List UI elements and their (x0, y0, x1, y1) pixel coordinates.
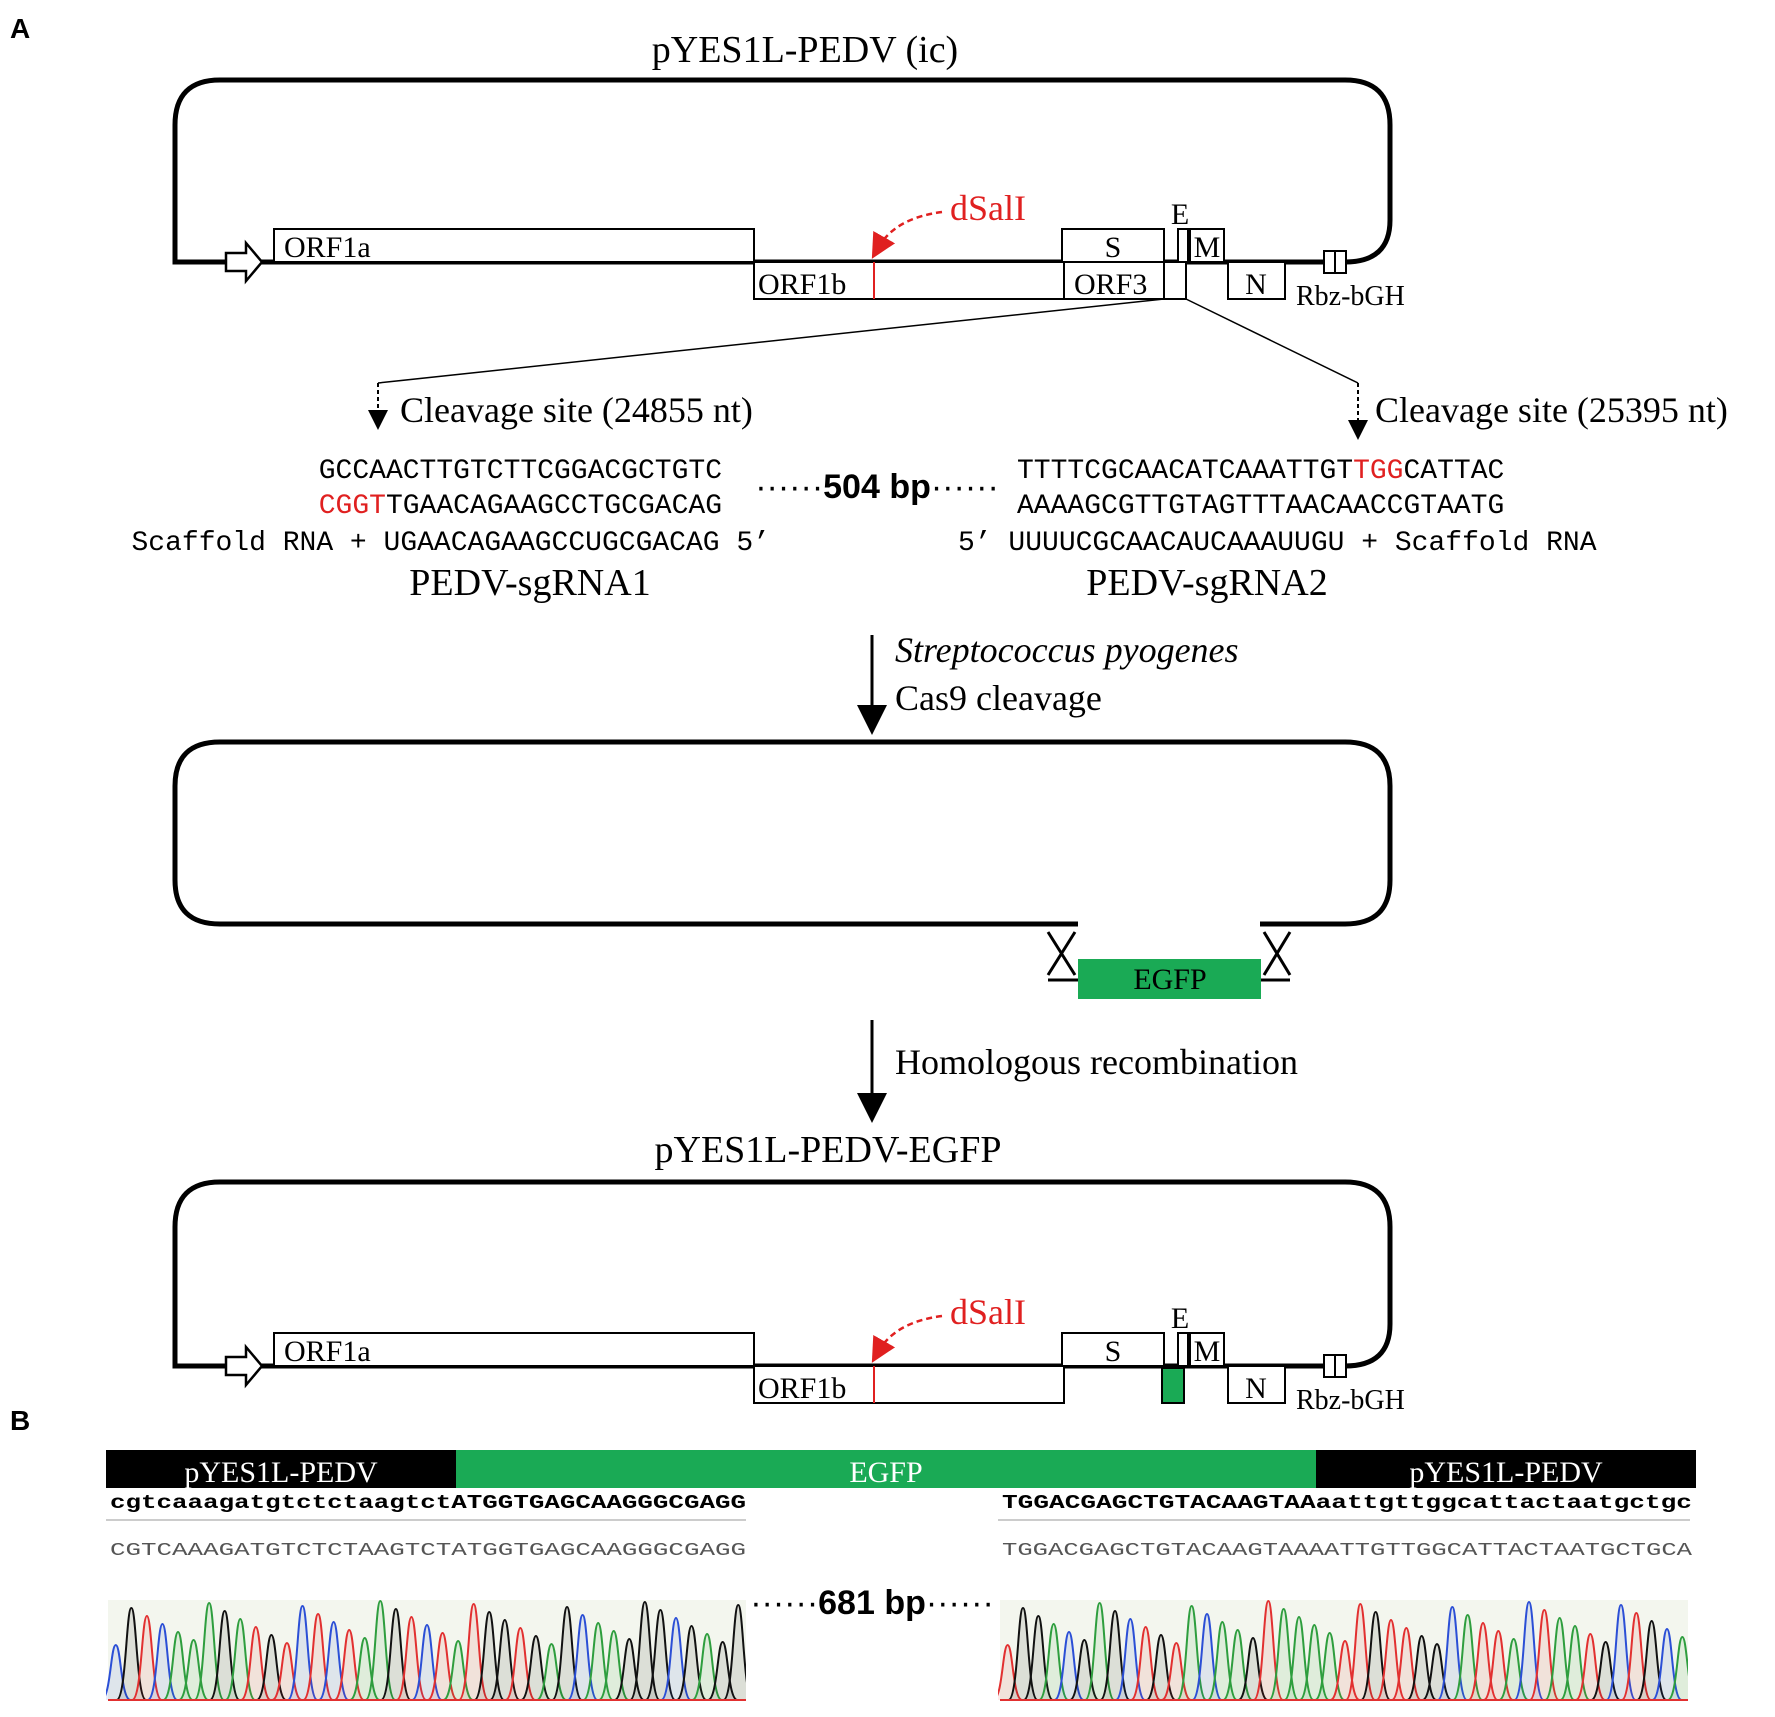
m-box-2 (1189, 1332, 1225, 1367)
gap-length: ······681 bp······ (750, 1584, 994, 1622)
s-box (1061, 228, 1165, 263)
orf3-box (1063, 261, 1165, 300)
bar-left-label: pYES1L-PEDV (184, 1456, 378, 1489)
orf1a-box (273, 228, 755, 263)
n-box (1227, 261, 1286, 300)
rbz-label-2: Rbz-bGH (1296, 1385, 1405, 1416)
plasmid-1-title: pYES1L-PEDV (ic) (652, 29, 958, 71)
m-label: M (1194, 231, 1221, 264)
s-box-2 (1061, 1332, 1165, 1367)
trace-background (1000, 1600, 1688, 1700)
trace-peak (1421, 1642, 1453, 1701)
s-label: S (1105, 231, 1122, 264)
plasmid-1-backbone (172, 77, 1393, 265)
trace-peak (536, 1642, 567, 1701)
bar-mid-label: EGFP (849, 1456, 922, 1489)
n-box-2 (1227, 1365, 1286, 1404)
trace-peak (1329, 1639, 1361, 1701)
dsali-arrow-icon (871, 210, 943, 259)
zoom-line-left (377, 298, 1165, 384)
step-1-label: Cas9 cleavage (895, 678, 1102, 718)
sgrna1-name: PEDV-sgRNA1 (409, 562, 650, 604)
step-2-label: Homologous recombination (895, 1042, 1298, 1082)
orf1b-label: ORF1b (758, 268, 846, 301)
sgrna1-bottom-strand: CGGTTGAACAGAAGCCTGCGACAG (319, 491, 722, 522)
rbz-label: Rbz-bGH (1296, 281, 1405, 312)
trace-peak (1161, 1641, 1192, 1701)
plasmid-1: pYES1L-PEDV (ic) ORF1a ORF1b dSalI S ORF… (172, 29, 1405, 312)
trace-peak (442, 1639, 474, 1701)
sequence-annotation-bar: pYES1L-PEDV EGFP pYES1L-PEDV (106, 1450, 1696, 1489)
promoter-arrow-icon-2 (224, 1343, 264, 1389)
e-box (1177, 228, 1189, 263)
panel-b-label: B (10, 1405, 30, 1436)
dsali-label-2: dSalI (950, 1292, 1026, 1332)
orf1b-label-2: ORF1b (758, 1372, 846, 1405)
n-label-2: N (1245, 1372, 1267, 1405)
sgrna2-top-strand: TTTTCGCAACATCAAATTGTTGGCATTAC (1017, 456, 1504, 487)
bar-left-segment (106, 1450, 456, 1488)
right-trace-peaks (998, 1599, 1688, 1701)
orf1a-label-2: ORF1a (284, 1335, 371, 1368)
spacer-length: ······504 bp······ (755, 468, 999, 506)
panel-a-label: A (10, 13, 30, 44)
plasmid-2-backbone (172, 739, 1393, 927)
crossover-right-icon (1262, 931, 1292, 976)
egfp-inserted-box (1161, 1367, 1185, 1404)
s-label-2: S (1105, 1335, 1122, 1368)
plasmid-3-backbone (172, 1179, 1393, 1369)
e-label: E (1171, 198, 1189, 231)
egfp-donor-label: EGFP (1133, 963, 1206, 996)
egfp-donor-box (1078, 959, 1261, 999)
e-label-2: E (1171, 1302, 1189, 1335)
bar-egfp-segment (456, 1450, 1316, 1488)
bar-right-label: pYES1L-PEDV (1409, 1456, 1603, 1489)
plasmid-3-title: pYES1L-PEDV-EGFP (655, 1129, 1002, 1171)
sgrna2-guide: 5’ UUUUCGCAACAUCAAAUUGU + Scaffold RNA (958, 528, 1597, 559)
plasmid-2-cleaved: EGFP (172, 739, 1393, 999)
trace-peak (707, 1640, 738, 1701)
m-box (1189, 228, 1225, 263)
left-trace-peaks (106, 1599, 746, 1701)
zoom-line-right (1185, 298, 1359, 384)
left-read-seq: CGTCAAAGATGTCTCTAAGTCTATGGTGAGCAAGGGCGAG… (110, 1541, 746, 1561)
dsali-label: dSalI (950, 188, 1026, 228)
cleavage-site-1: Cleavage site (24855 nt) (400, 390, 753, 430)
dsali-arrow-icon-2 (871, 1314, 943, 1363)
trace-peak (998, 1643, 1023, 1701)
n-label: N (1245, 268, 1267, 301)
e-box-2 (1177, 1332, 1189, 1367)
orf3-label: ORF3 (1074, 268, 1147, 301)
trace-peak (722, 1603, 746, 1701)
crossover-left-icon (1046, 931, 1077, 976)
m-label-2: M (1194, 1335, 1221, 1368)
promoter-arrow-icon (224, 239, 264, 285)
sgrna1-top-strand: GCCAACTTGTCTTCGGACGCTGTC (319, 456, 722, 487)
trace-peak (271, 1641, 303, 1701)
orf1b-box-2 (753, 1365, 1065, 1404)
plasmid-3: pYES1L-PEDV-EGFP ORF1a ORF1b dSalI S E M… (172, 1129, 1405, 1416)
sgrna2-name: PEDV-sgRNA2 (1086, 562, 1327, 604)
trace-peak (1666, 1635, 1688, 1701)
sgrna2-bottom-strand: AAAAGCGTTGTAGTTTAACAACCGTAATG (1017, 491, 1504, 522)
orf1a-box-2 (273, 1332, 755, 1367)
sgrna1-sequences: GCCAACTTGTCTTCGGACGCTGTC CGGTTGAACAGAAGC… (131, 456, 770, 559)
bar-right-segment (1316, 1450, 1696, 1488)
orf1b-box (753, 261, 1065, 300)
trace-peak (106, 1643, 132, 1701)
orf1a-label: ORF1a (284, 231, 371, 264)
sgrna2-sequences: TTTTCGCAACATCAAATTGTTGGCATTAC AAAAGCGTTG… (958, 456, 1597, 559)
egfp-insert-site-box (1163, 261, 1187, 300)
cleavage-site-2: Cleavage site (25395 nt) (1375, 390, 1728, 430)
step-1-organism: Streptococcus pyogenes (895, 630, 1239, 670)
sgrna1-guide: Scaffold RNA + UGAACAGAAGCCUGCGACAG 5’ (131, 528, 770, 559)
trace-peak (1590, 1640, 1621, 1701)
right-read-seq: TGGACGAGCTGTACAAGTAAAATTGTTGGCATTACTAATG… (1002, 1541, 1692, 1561)
